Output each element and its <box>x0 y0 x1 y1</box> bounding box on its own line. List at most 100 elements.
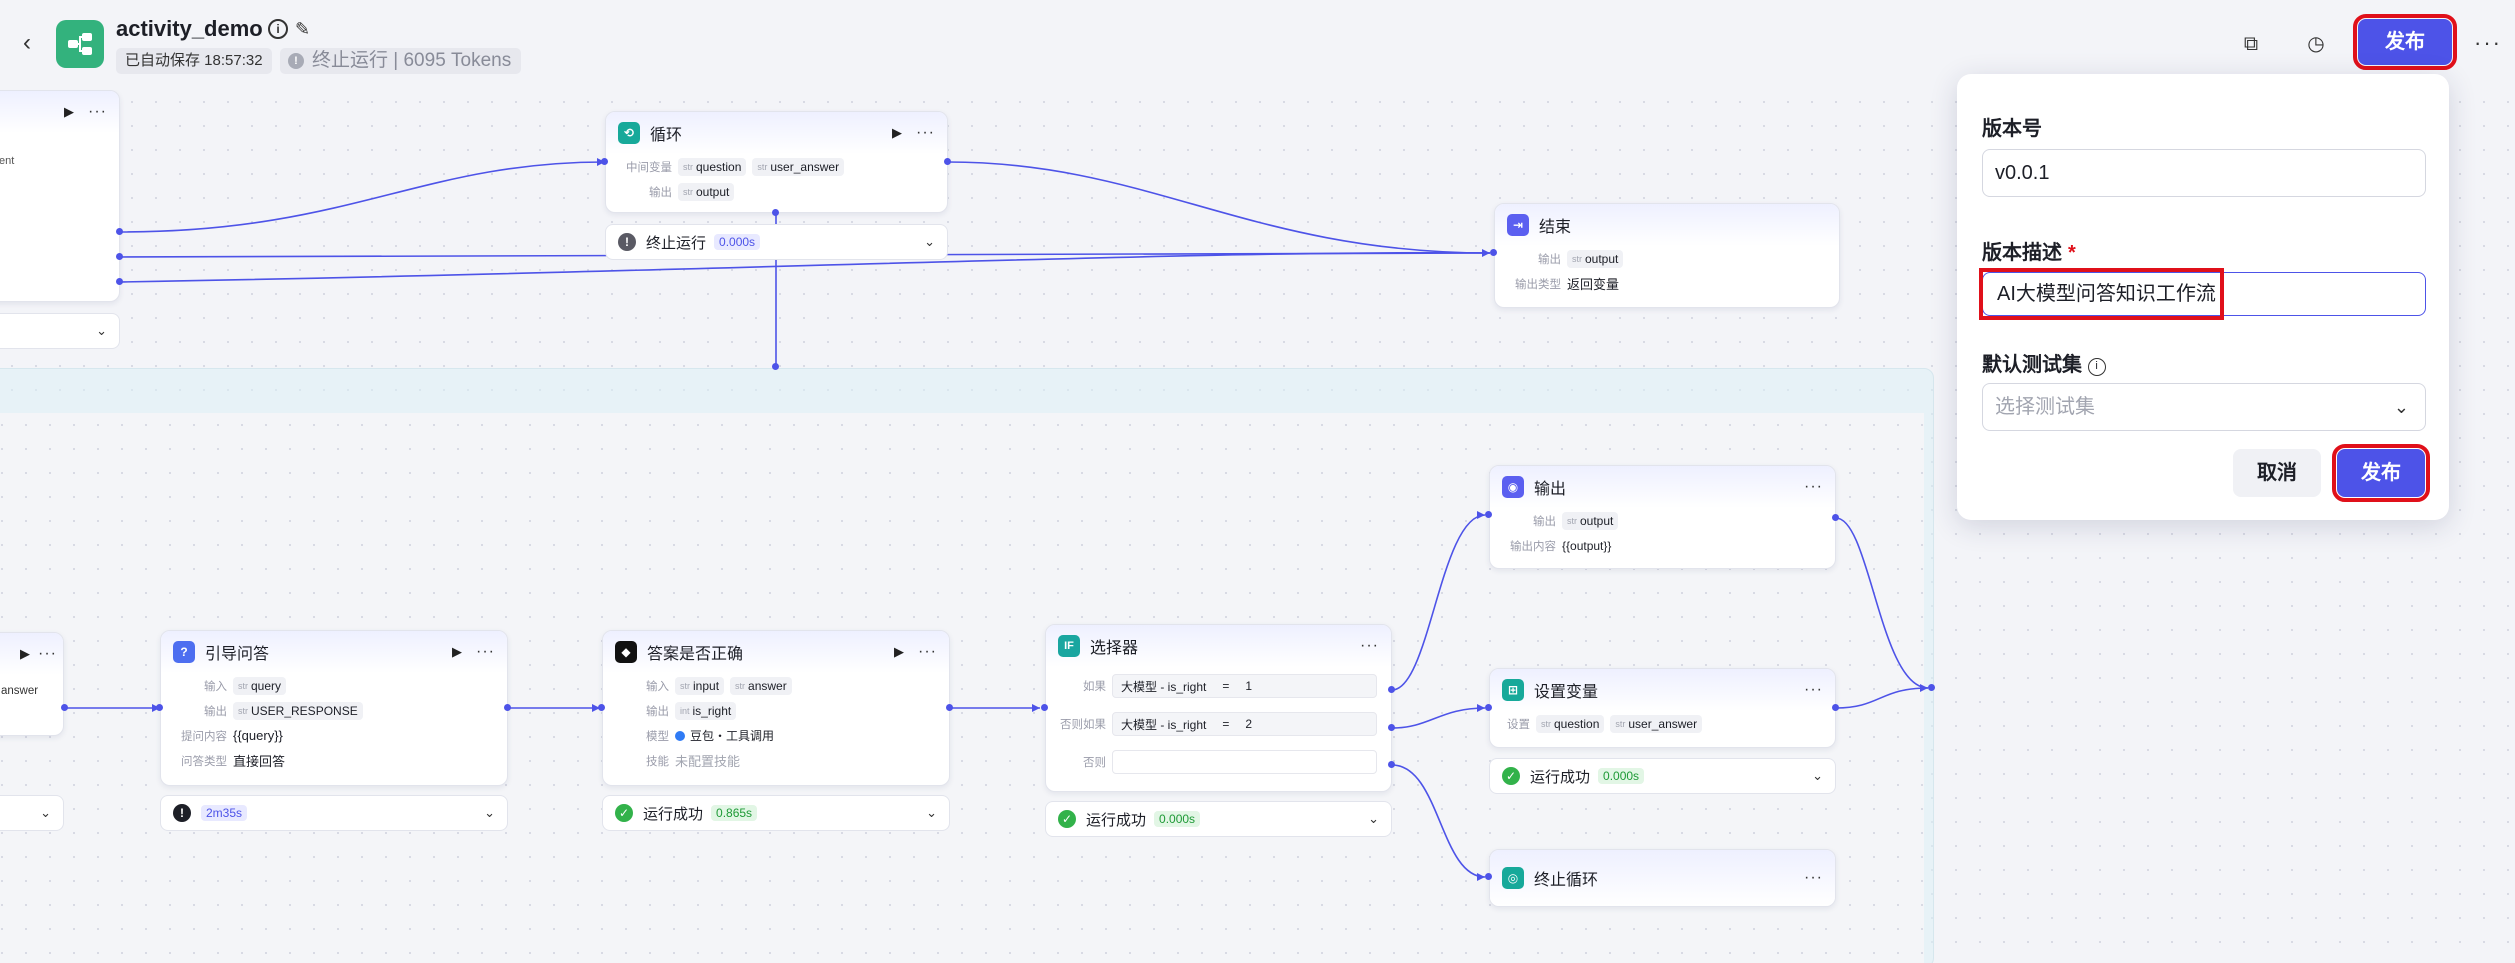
chevron-down-icon[interactable]: ⌄ <box>926 805 937 820</box>
chevron-down-icon[interactable]: ⌄ <box>40 805 51 820</box>
edge-output-to-loopend <box>1835 517 1929 689</box>
end-icon: ⇥ <box>1507 214 1529 236</box>
more-icon[interactable]: ··· <box>476 643 495 660</box>
description-input[interactable]: AI大模型问答知识工作流 <box>1979 268 2426 320</box>
more-icon[interactable]: ··· <box>38 645 57 662</box>
output-icon: ◉ <box>1502 476 1524 498</box>
app-logo <box>56 20 104 68</box>
chevron-down-icon[interactable]: ⌄ <box>96 323 107 338</box>
check-icon: ✓ <box>1502 767 1520 785</box>
edit-icon[interactable]: ✎ <box>295 19 311 39</box>
node-title: 终止循环 <box>1534 872 1599 889</box>
time-badge: 0.000s <box>1154 811 1201 827</box>
required-mark: * <box>2068 242 2076 264</box>
chevron-down-icon[interactable]: ⌄ <box>1812 768 1823 783</box>
edge-setvar-to-loopend <box>1835 687 1929 709</box>
run-node-icon[interactable]: ▶ <box>64 104 75 119</box>
history-icon[interactable]: ◷ <box>2307 33 2325 55</box>
app-title: activity_demo <box>116 16 263 41</box>
model-icon <box>675 730 685 741</box>
more-icon[interactable]: ··· <box>916 124 935 141</box>
loop-start-node-partial[interactable]: ▶ ··· answer <box>0 632 64 736</box>
run-node-icon[interactable]: ▶ <box>20 646 31 661</box>
warning-icon: ! <box>618 233 636 251</box>
edge-start-to-loop <box>119 161 606 233</box>
publish-button[interactable]: 发布 <box>2353 14 2457 70</box>
more-icon[interactable]: ··· <box>918 643 937 660</box>
selector-status[interactable]: ✓ 运行成功 0.000s ⌄ <box>1045 801 1392 837</box>
info-circle-icon: ! <box>288 53 304 69</box>
more-icon[interactable]: ··· <box>2474 30 2502 55</box>
node-title: 设置变量 <box>1534 684 1599 701</box>
more-icon[interactable]: ··· <box>1804 478 1823 495</box>
node-title: 循环 <box>650 127 683 144</box>
more-icon[interactable]: ··· <box>1804 869 1823 886</box>
if-icon: IF <box>1058 635 1080 657</box>
set-variable-status[interactable]: ✓ 运行成功 0.000s ⌄ <box>1489 758 1836 794</box>
start-node-partial[interactable]: ▶ ··· ent <box>0 90 120 302</box>
loop-icon: ⟲ <box>618 122 640 144</box>
partial-output-tag: ent <box>0 155 15 167</box>
alert-icon: ! <box>173 804 191 822</box>
condition-row[interactable]: 大模型 - is_right = 1 <box>1112 674 1377 698</box>
node-title: 输出 <box>1534 481 1567 498</box>
node-title: 答案是否正确 <box>647 646 744 663</box>
else-row[interactable] <box>1112 750 1377 774</box>
cancel-button[interactable]: 取消 <box>2233 449 2321 497</box>
time-badge: 2m35s <box>201 805 248 821</box>
publish-popover: 版本号 v0.0.1 版本描述* AI大模型问答知识工作流 默认测试集 i 选择… <box>1957 74 2449 520</box>
guide-qa-status[interactable]: ! 2m35s ⌄ <box>160 795 508 831</box>
stop-loop-node[interactable]: ◎ 终止循环 ··· <box>1489 849 1836 907</box>
more-icon[interactable]: ··· <box>1804 681 1823 698</box>
node-title: 选择器 <box>1090 640 1139 657</box>
run-status[interactable]: ! 终止运行 | 6095 Tokens <box>280 48 522 74</box>
judge-status[interactable]: ✓ 运行成功 0.865s ⌄ <box>602 795 950 831</box>
edge-loop-to-end <box>947 161 1491 254</box>
more-icon[interactable]: ··· <box>1360 637 1379 654</box>
autosave-status: 已自动保存 18:57:32 <box>116 48 272 74</box>
run-node-icon[interactable]: ▶ <box>894 644 905 659</box>
run-node-icon[interactable]: ▶ <box>452 644 463 659</box>
copy-icon[interactable]: ⧉ <box>2243 33 2259 55</box>
version-input[interactable]: v0.0.1 <box>1982 149 2426 197</box>
check-icon: ✓ <box>615 804 633 822</box>
loop-status[interactable]: ! 终止运行 0.000s ⌄ <box>605 224 948 260</box>
condition-row[interactable]: 大模型 - is_right = 2 <box>1112 712 1377 736</box>
edge-start-to-end-2 <box>119 251 1491 283</box>
llm-icon: ◆ <box>615 641 637 663</box>
stop-loop-icon: ◎ <box>1502 867 1524 889</box>
back-icon[interactable]: ‹ <box>23 29 31 56</box>
question-icon: ? <box>173 641 195 663</box>
confirm-publish-button[interactable]: 发布 <box>2332 444 2430 502</box>
chevron-down-icon[interactable]: ⌄ <box>1368 811 1379 826</box>
start-node-status-partial[interactable]: ⌄ <box>0 313 120 349</box>
testset-label: 默认测试集 i <box>1982 348 2106 377</box>
edge-selector-to-setvar <box>1391 707 1486 729</box>
chevron-down-icon[interactable]: ⌄ <box>484 805 495 820</box>
info-icon[interactable]: i <box>268 19 288 39</box>
description-value: AI大模型问答知识工作流 <box>1979 268 2224 320</box>
time-badge: 0.000s <box>1598 768 1645 784</box>
chevron-down-icon[interactable]: ⌄ <box>924 234 935 249</box>
loop-start-status-partial[interactable]: ⌄ <box>0 795 64 831</box>
node-title: 引导问答 <box>205 646 270 663</box>
variable-icon: ⊞ <box>1502 679 1524 701</box>
run-node-icon[interactable]: ▶ <box>892 125 903 140</box>
selector-node[interactable]: IF 选择器 ··· 如果 大模型 - is_right = 1 否则如果 大模… <box>1045 624 1392 792</box>
edge-selector-to-stoploop <box>1391 764 1486 878</box>
check-icon: ✓ <box>1058 810 1076 828</box>
info-icon[interactable]: i <box>2087 358 2106 376</box>
more-icon[interactable]: ··· <box>88 103 107 120</box>
testset-select[interactable]: 选择测试集 ⌄ <box>1982 383 2426 431</box>
